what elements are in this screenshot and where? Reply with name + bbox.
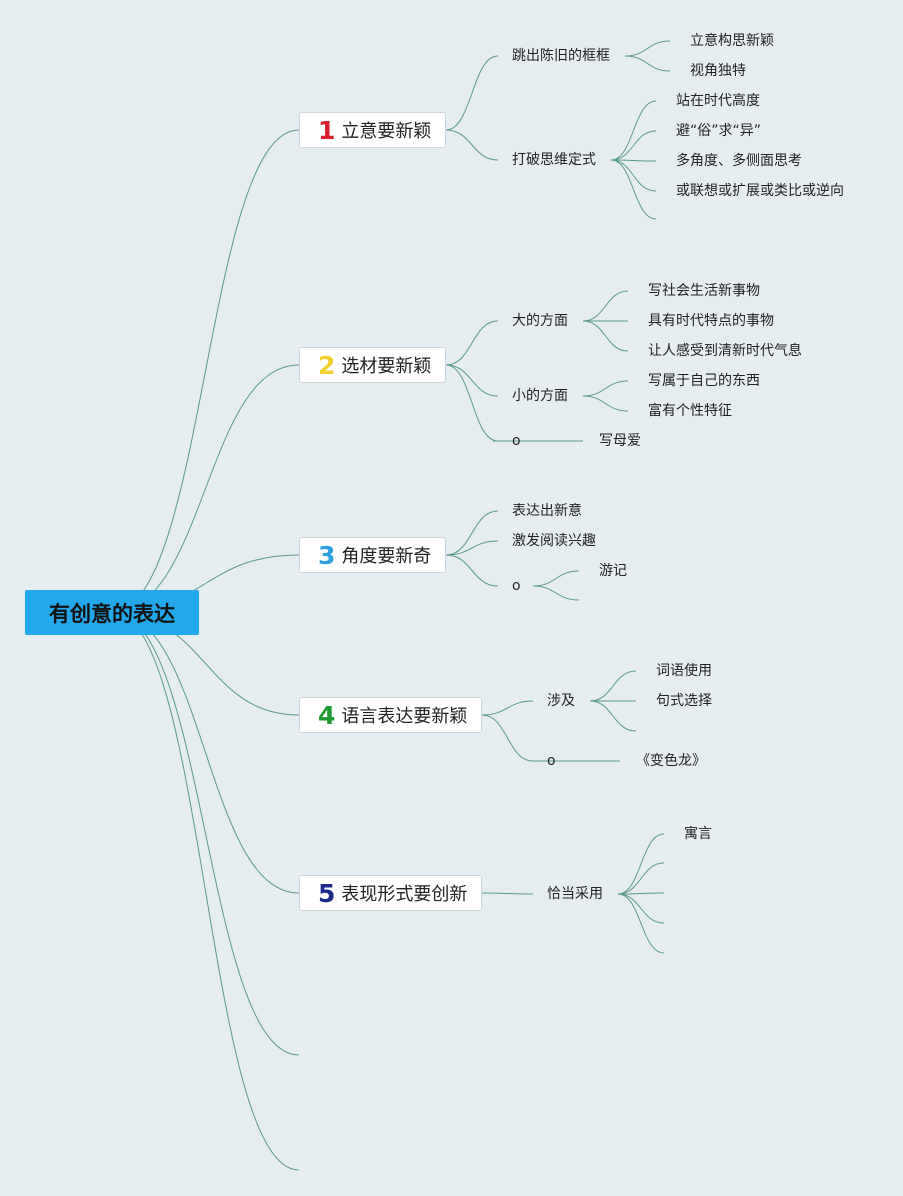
connector bbox=[589, 670, 637, 702]
connector bbox=[445, 364, 499, 442]
leaf-node[interactable]: 让人感受到清新时代气息 bbox=[648, 343, 802, 359]
connector bbox=[610, 100, 657, 161]
leaf-node[interactable]: 或联想或扩展或类比或逆向 bbox=[676, 183, 844, 199]
leaf-node[interactable]: 富有个性特征 bbox=[648, 403, 732, 419]
connector bbox=[624, 40, 671, 57]
branch-number: 2 bbox=[318, 350, 336, 380]
connector bbox=[445, 129, 499, 161]
connector bbox=[610, 159, 657, 162]
connector bbox=[111, 364, 300, 613]
connector bbox=[445, 554, 499, 587]
connector bbox=[582, 395, 629, 412]
leaf-node[interactable]: 站在时代高度 bbox=[676, 93, 760, 109]
sub-node[interactable]: o bbox=[547, 753, 556, 769]
connector bbox=[610, 159, 657, 192]
sub-node[interactable]: o bbox=[512, 433, 521, 449]
sub-node[interactable]: 打破思维定式 bbox=[512, 152, 596, 168]
leaf-node[interactable]: 《变色龙》 bbox=[636, 753, 706, 769]
branch-label: 立意要新颖 bbox=[341, 121, 432, 142]
leaf-node[interactable]: 视角独特 bbox=[690, 63, 746, 79]
connector bbox=[617, 892, 665, 895]
sub-node[interactable]: 小的方面 bbox=[512, 388, 568, 404]
sub-node[interactable]: 大的方面 bbox=[512, 313, 568, 329]
sub-node[interactable]: 表达出新意 bbox=[512, 503, 582, 519]
connector bbox=[532, 585, 580, 601]
connector bbox=[610, 130, 657, 161]
root-label: 有创意的表达 bbox=[49, 601, 175, 626]
connector bbox=[532, 570, 580, 587]
root-node[interactable]: 有创意的表达 bbox=[25, 590, 199, 635]
connector bbox=[617, 862, 665, 895]
sub-node[interactable]: 激发阅读兴趣 bbox=[512, 533, 596, 549]
connector bbox=[445, 320, 499, 366]
connector bbox=[582, 320, 629, 352]
connector bbox=[589, 700, 637, 732]
leaf-node[interactable]: 写属于自己的东西 bbox=[648, 373, 760, 389]
connector bbox=[624, 55, 671, 72]
branch-number: 3 bbox=[318, 540, 336, 570]
connector bbox=[481, 700, 534, 716]
sub-node[interactable]: o bbox=[512, 578, 521, 594]
leaf-node[interactable]: 句式选择 bbox=[656, 693, 712, 709]
sub-node[interactable]: 跳出陈旧的框框 bbox=[512, 48, 610, 64]
branch-number: 1 bbox=[318, 115, 336, 145]
connector bbox=[111, 611, 300, 1171]
connector bbox=[617, 893, 665, 924]
sub-node[interactable]: 涉及 bbox=[547, 693, 575, 709]
leaf-node[interactable]: 游记 bbox=[599, 563, 627, 579]
connector bbox=[582, 290, 629, 322]
leaf-node[interactable]: 寓言 bbox=[684, 826, 712, 842]
connector bbox=[610, 159, 657, 220]
branch-number: 4 bbox=[318, 700, 336, 730]
leaf-node[interactable]: 多角度、多侧面思考 bbox=[676, 153, 802, 169]
leaf-node[interactable]: 避“俗”求“异” bbox=[676, 123, 762, 139]
leaf-node[interactable]: 词语使用 bbox=[656, 663, 712, 679]
connector bbox=[445, 510, 499, 556]
branch-number: 5 bbox=[318, 878, 336, 908]
connector bbox=[111, 611, 300, 1056]
connector bbox=[445, 540, 499, 556]
branch-label: 表现形式要创新 bbox=[341, 884, 468, 905]
connector bbox=[617, 893, 665, 954]
connector bbox=[582, 380, 629, 397]
branch-label: 语言表达要新颖 bbox=[341, 706, 468, 727]
connector bbox=[481, 714, 534, 762]
leaf-node[interactable]: 具有时代特点的事物 bbox=[648, 313, 774, 329]
connector bbox=[445, 55, 499, 131]
leaf-node[interactable]: 写母爱 bbox=[599, 433, 641, 449]
branch-label: 选材要新颖 bbox=[341, 356, 432, 377]
connector bbox=[111, 129, 300, 613]
leaf-node[interactable]: 立意构思新颖 bbox=[690, 33, 774, 49]
leaf-node[interactable]: 写社会生活新事物 bbox=[648, 283, 760, 299]
connector bbox=[445, 364, 499, 397]
connector bbox=[481, 892, 534, 895]
connector bbox=[617, 833, 665, 895]
branch-label: 角度要新奇 bbox=[341, 546, 432, 567]
connector bbox=[111, 611, 300, 894]
sub-node[interactable]: 恰当采用 bbox=[547, 886, 603, 902]
